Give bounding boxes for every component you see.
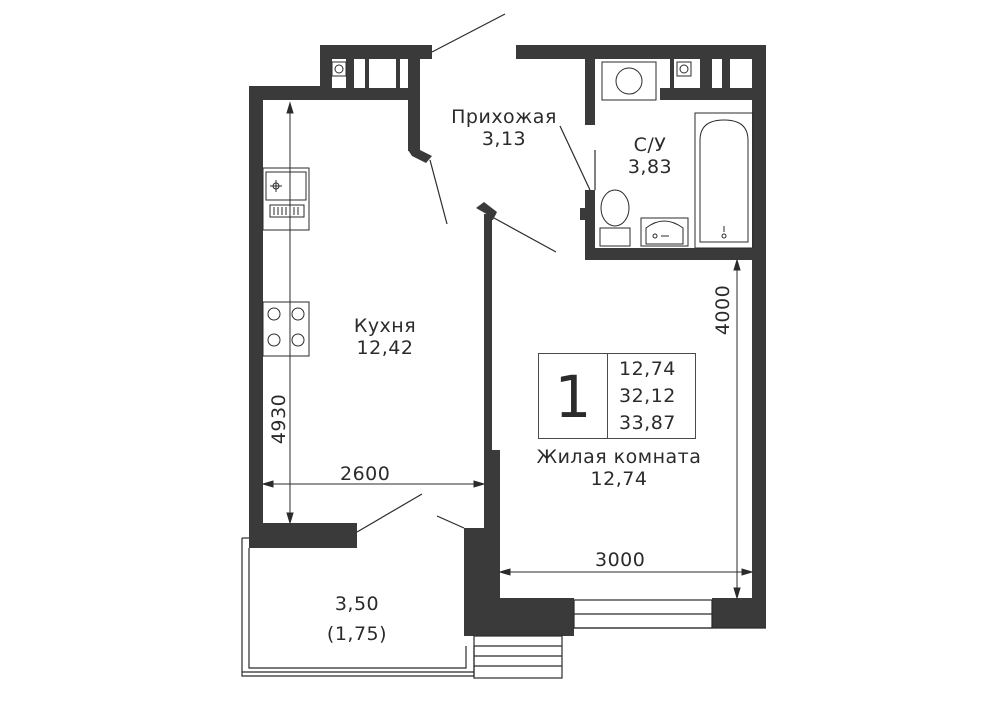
room-label-living: Жилая комната 12,74 <box>537 446 702 490</box>
dim-living-length: 4000 <box>712 284 735 336</box>
toilet-icon <box>599 227 631 247</box>
summary-divider <box>607 354 608 438</box>
door-bath <box>559 125 591 191</box>
room-area-balcony-reduced: (1,75) <box>326 623 388 645</box>
door-living <box>493 217 557 253</box>
dim-living-width: 3000 <box>595 549 646 571</box>
wall-bath-left-top <box>585 59 595 125</box>
wall-kitchen-left <box>249 86 263 548</box>
washer-icon <box>601 61 657 101</box>
summary-total-area: 32,12 <box>619 385 676 407</box>
door-balcony <box>356 493 423 533</box>
wall-shaft-inner2 <box>365 59 369 100</box>
outlines <box>241 13 766 679</box>
room-label-kitchen: Кухня 12,42 <box>354 315 416 359</box>
wall-living-right-corner <box>752 528 766 628</box>
wall-kitchen-top <box>249 86 331 100</box>
wall-living-bottom <box>464 598 574 636</box>
wall-kitchen-door-jamb <box>408 150 432 163</box>
door-entrance <box>431 13 506 53</box>
rooms-count: 1 <box>554 363 592 431</box>
sink-icon <box>265 171 307 201</box>
wall-bath-left <box>585 190 595 256</box>
bath-fixtures <box>331 61 754 249</box>
room-name-kitchen: Кухня <box>353 315 417 337</box>
wall-kitchen-bottom <box>249 523 357 548</box>
area-summary-box: 1 12,74 32,12 33,87 <box>538 353 696 439</box>
wall-shaft-bottom <box>320 88 420 100</box>
room-label-hallway: Прихожая 3,13 <box>451 106 557 150</box>
wall-shaft-inner3 <box>396 59 400 100</box>
wall-bath-shaft3 <box>670 59 674 100</box>
wall-shaft-left <box>320 45 432 59</box>
wall-kitchen-right-top <box>408 59 420 151</box>
wall-bath-top <box>516 45 766 59</box>
washbasin-icon <box>640 217 689 247</box>
room-label-balcony: 3,50 (1,75) <box>327 589 387 649</box>
wall-partition-lower <box>484 450 500 530</box>
kitchen-counter <box>262 167 310 231</box>
dim-kitchen-length: 4930 <box>268 393 291 445</box>
wall-bath-shaft-bottom <box>660 88 752 100</box>
kitchen-furniture <box>262 167 310 357</box>
walls <box>249 45 766 636</box>
stove-icon <box>262 301 310 357</box>
room-name-hallway: Прихожая <box>451 106 557 128</box>
wall-bath-right <box>752 45 766 260</box>
door-kitchen <box>429 159 448 225</box>
dimension-lines <box>261 101 754 600</box>
room-area-hallway: 3,13 <box>481 128 527 150</box>
wall-shaft-inner <box>346 59 354 100</box>
room-label-bathroom: С/У 3,83 <box>628 134 672 178</box>
summary-living-area: 12,74 <box>619 358 676 380</box>
wall-bath-bottom <box>585 248 766 260</box>
balcony-steps <box>473 635 563 679</box>
wall-bath-door-stub <box>580 208 590 220</box>
room-area-kitchen: 12,42 <box>356 337 414 359</box>
bathtub-icon <box>694 112 754 249</box>
wall-shaft-side <box>320 45 332 100</box>
room-name-living: Жилая комната <box>536 446 702 468</box>
wall-bath-shaft2 <box>722 59 730 100</box>
room-area-balcony: 3,50 <box>334 593 380 615</box>
summary-values: 12,74 32,12 33,87 <box>619 356 676 437</box>
room-name-bathroom: С/У <box>633 134 667 156</box>
room-area-bathroom: 3,83 <box>627 156 673 178</box>
room-area-living: 12,74 <box>590 468 648 490</box>
wall-living-right <box>752 258 766 528</box>
dim-kitchen-width: 2600 <box>340 463 391 485</box>
summary-total-area-with-balcony: 33,87 <box>619 412 676 434</box>
wall-partition-upper <box>484 214 492 450</box>
